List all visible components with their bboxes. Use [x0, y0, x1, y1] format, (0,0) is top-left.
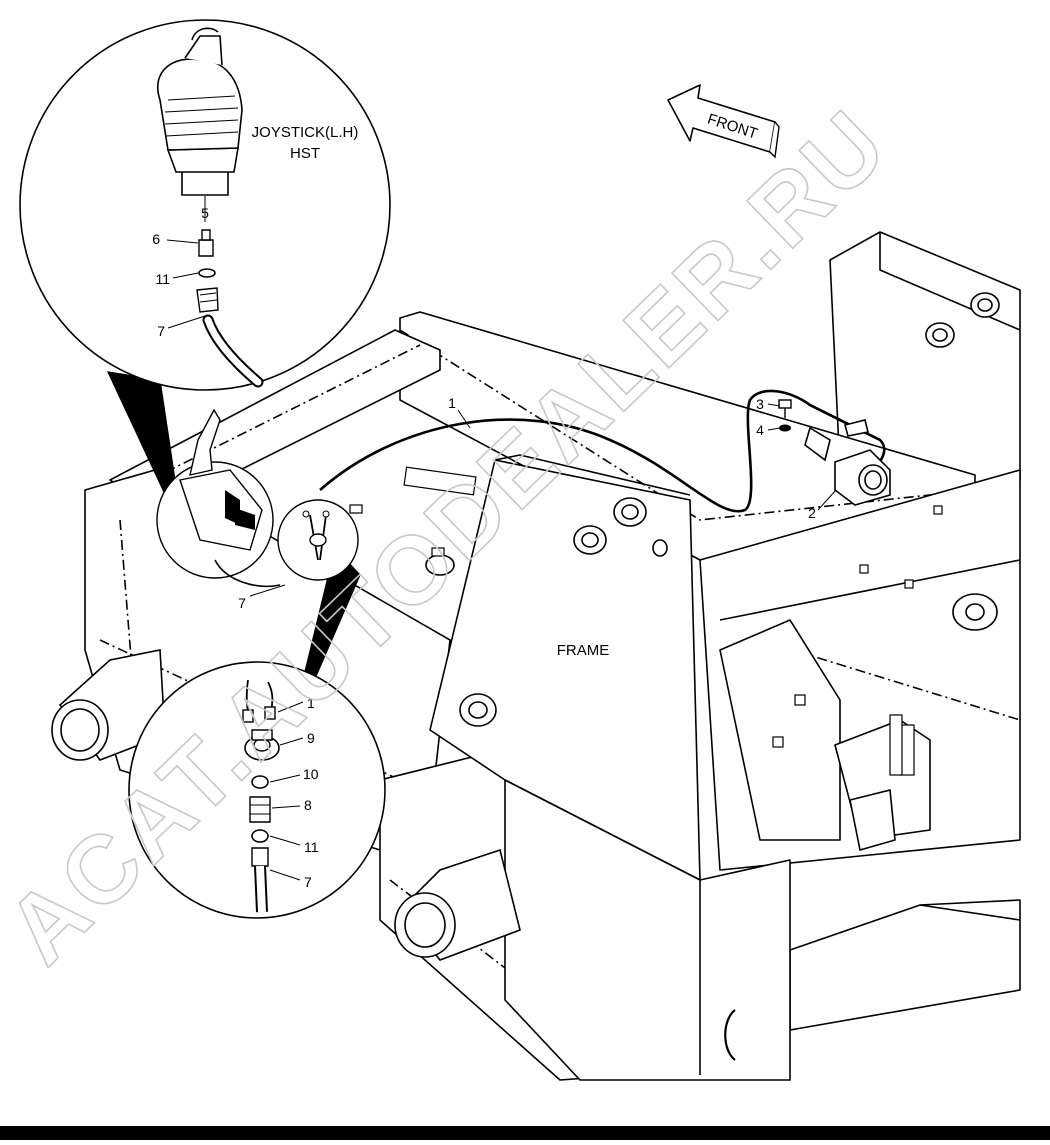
part-2-component	[804, 419, 891, 506]
callout-1-detail: 1	[307, 695, 315, 711]
front-arrow: FRONT	[667, 84, 780, 159]
callout-8: 8	[304, 797, 312, 813]
frame-holes	[425, 497, 998, 727]
callout-2: 2	[808, 505, 816, 521]
joystick-mount-circle	[156, 408, 281, 587]
axle-tubes	[51, 649, 521, 961]
callout-11-top: 11	[155, 271, 170, 287]
callout-5: 5	[201, 205, 209, 221]
callout-7-bottom: 7	[304, 874, 312, 890]
main-callouts: 1 2 3 4 7 FRAME	[238, 395, 837, 659]
callout-4: 4	[756, 422, 764, 438]
part-3-bolt	[778, 399, 792, 418]
callout-1-main: 1	[448, 395, 456, 411]
pressure-switch-detail-circle: 1 9 10 8 11 7	[128, 661, 386, 919]
switch-mount-circle	[277, 499, 359, 581]
joystick-title-line1: JOYSTICK(L.H)	[252, 124, 359, 141]
part-4-washer	[779, 424, 791, 432]
callout-10: 10	[303, 766, 319, 782]
callout-7-top: 7	[157, 323, 165, 339]
callout-3: 3	[756, 396, 764, 412]
joystick-detail-circle: JOYSTICK(L.H) HST 5 6 11 7	[19, 19, 391, 391]
callout-11-bottom: 11	[304, 839, 319, 855]
frame-label: FRAME	[557, 642, 610, 659]
frame-studs	[349, 466, 943, 776]
callout-7-mid: 7	[238, 595, 246, 611]
callout-6: 6	[152, 231, 160, 247]
callout-9: 9	[307, 730, 315, 746]
joystick-title-line2: HST	[290, 145, 320, 162]
bottom-border	[0, 1126, 1050, 1140]
